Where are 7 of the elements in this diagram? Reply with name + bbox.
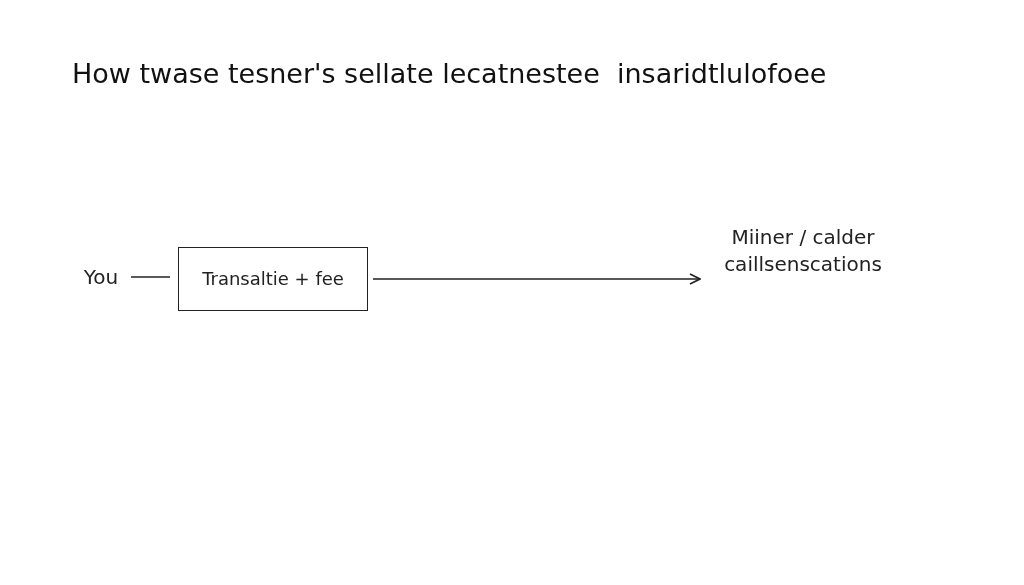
process-box [178, 247, 368, 311]
connector-line [130, 276, 171, 278]
diagram-title: How twase tesner's sellate lecatnestee insaridtlulofoee [72, 58, 827, 89]
label-text: You [83, 263, 119, 291]
arrow [372, 273, 701, 285]
box-label: Transaltie + fee [202, 266, 344, 291]
label-text: Miiner / calder caillsenscations [723, 224, 883, 278]
